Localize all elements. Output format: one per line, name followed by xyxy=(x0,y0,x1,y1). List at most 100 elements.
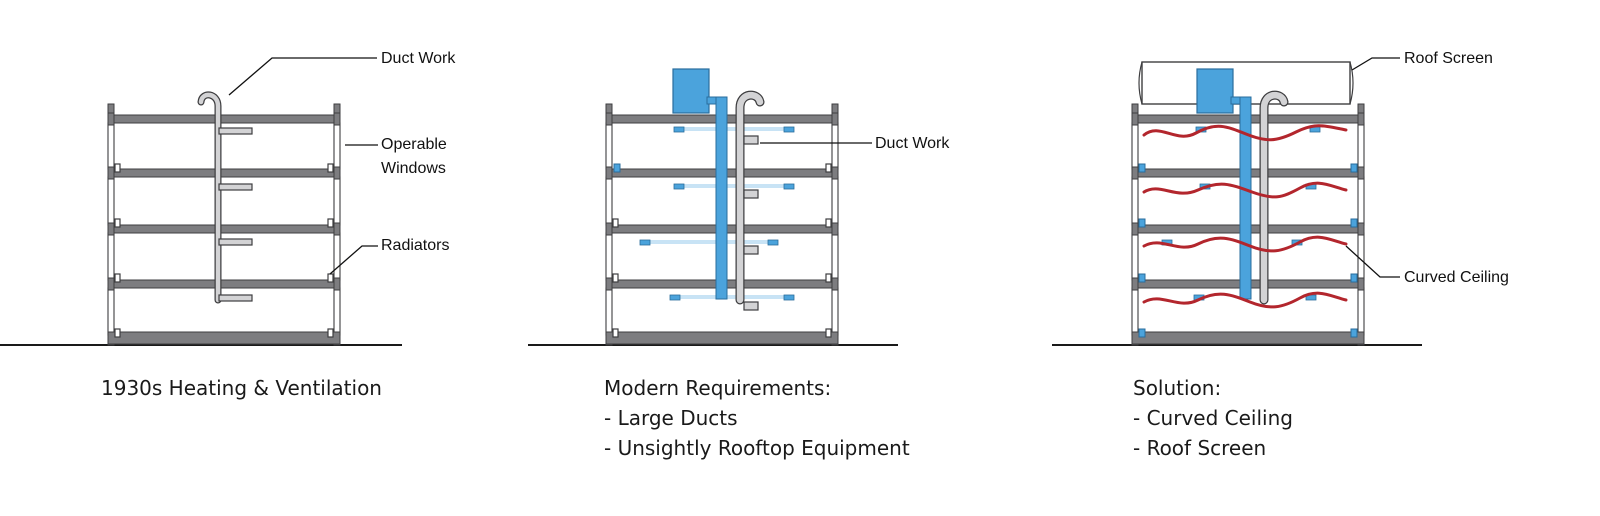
diffuser-glow xyxy=(640,240,776,244)
operable-window xyxy=(1131,122,1139,170)
diffuser xyxy=(673,126,685,133)
column-stub xyxy=(605,222,613,236)
old-duct-work xyxy=(197,91,253,304)
floor-slab xyxy=(107,168,341,178)
caption-line: Modern Requirements: xyxy=(604,376,832,400)
callout-duct-work: Duct Work xyxy=(875,135,950,152)
operable-window xyxy=(1357,287,1365,336)
operable-window xyxy=(1357,122,1365,170)
column-stub xyxy=(1357,166,1365,180)
old-duct-branch xyxy=(218,183,253,191)
unit-heater xyxy=(1350,218,1358,228)
operable-window xyxy=(1131,176,1139,226)
ground-slab xyxy=(1131,331,1365,345)
unit-heater xyxy=(1138,328,1146,338)
unit-heater xyxy=(1350,163,1358,173)
radiator xyxy=(114,218,121,228)
grey-duct-branch xyxy=(743,135,759,145)
unit-heaters xyxy=(612,163,832,338)
floor-radiators xyxy=(114,163,334,338)
curved-ceiling xyxy=(1142,291,1348,309)
radiator xyxy=(825,163,832,173)
unit-heaters xyxy=(1138,163,1358,338)
callout-curved-ceiling: Curved Ceiling xyxy=(1404,269,1509,286)
diffuser-glow xyxy=(674,127,792,131)
column-stub xyxy=(1131,222,1139,236)
column-stub xyxy=(1357,277,1365,291)
caption-line: - Roof Screen xyxy=(1133,436,1267,460)
floor-slab xyxy=(107,224,341,234)
radiator xyxy=(327,328,334,338)
column-stub xyxy=(333,277,341,291)
diffuser xyxy=(669,294,681,301)
radiator xyxy=(612,218,619,228)
operable-window xyxy=(1131,232,1139,281)
floor-slab xyxy=(107,279,341,289)
blue-duct-work xyxy=(1196,68,1252,300)
ground-slab xyxy=(605,331,839,345)
operable-window xyxy=(831,176,839,226)
grey-duct-branch xyxy=(743,245,759,255)
callout-radiators: Radiators xyxy=(381,237,449,254)
column-stub xyxy=(333,112,341,126)
old-duct-riser xyxy=(197,91,222,304)
operable-window xyxy=(333,122,341,170)
unit-heater xyxy=(1350,273,1358,283)
column-stub xyxy=(831,222,839,236)
radiator xyxy=(114,328,121,338)
unit-heater xyxy=(1138,163,1146,173)
rooftop-unit xyxy=(1196,68,1234,114)
operable-window xyxy=(333,176,341,226)
roof-screen-leader xyxy=(1351,57,1400,71)
diffuser xyxy=(783,183,795,190)
old-duct-branch xyxy=(218,127,253,135)
radiator xyxy=(327,273,334,283)
column-stub xyxy=(1131,277,1139,291)
blue-duct-riser xyxy=(1239,96,1252,300)
rooftop-unit xyxy=(672,68,710,114)
callout-duct-work: Duct Work xyxy=(381,50,456,67)
grey-duct-work xyxy=(735,90,765,311)
diffuser-glow xyxy=(674,184,792,188)
column-stub xyxy=(107,112,115,126)
radiator xyxy=(612,328,619,338)
radiator xyxy=(114,273,121,283)
radiator xyxy=(612,273,619,283)
grey-duct-branch xyxy=(743,189,759,199)
radiator xyxy=(825,218,832,228)
radiator xyxy=(825,328,832,338)
operable-window xyxy=(107,122,115,170)
operable-window xyxy=(1131,287,1139,336)
column-stub xyxy=(831,166,839,180)
diffuser xyxy=(783,126,795,133)
operable-window xyxy=(831,122,839,170)
panel-solution-section: Roof Screen Curved Ceiling xyxy=(1052,50,1509,346)
callout-operable-windows-line1: Operable xyxy=(381,136,447,153)
callout-roof-screen: Roof Screen xyxy=(1404,50,1493,67)
operable-window xyxy=(831,287,839,336)
curved-ceiling-leader xyxy=(1345,245,1400,278)
radiator xyxy=(327,218,334,228)
diffuser xyxy=(767,239,779,246)
unit-heater xyxy=(1138,273,1146,283)
grey-duct-work xyxy=(1259,90,1289,305)
operable-window xyxy=(107,287,115,336)
column-stub xyxy=(1357,222,1365,236)
operable-window xyxy=(605,122,613,170)
duct-work-leader xyxy=(228,57,377,96)
column-stub xyxy=(107,166,115,180)
column-stub xyxy=(1131,112,1139,126)
callout-operable-windows-line2: Windows xyxy=(381,160,446,177)
column-stub xyxy=(107,222,115,236)
column-stub xyxy=(1357,112,1365,126)
diffuser xyxy=(783,294,795,301)
column-stub xyxy=(1131,166,1139,180)
floor-slab xyxy=(107,114,341,124)
operable-window xyxy=(107,176,115,226)
panel-modern-section: Duct Work xyxy=(528,68,950,346)
supply-diffusers xyxy=(639,126,795,301)
diffuser xyxy=(673,183,685,190)
operable-window xyxy=(605,176,613,226)
column-stub xyxy=(605,166,613,180)
column-stub xyxy=(333,166,341,180)
